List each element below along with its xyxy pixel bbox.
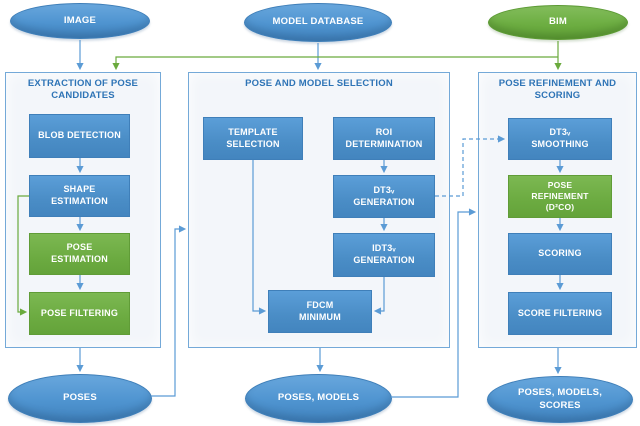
node-fdcm-minimum: FDCM MINIMUM [268, 290, 372, 333]
node-idt3v-generation: IDT3ᵥ GENERATION [333, 233, 435, 277]
section-title-refinement: POSE REFINEMENT AND SCORING [498, 78, 617, 101]
node-roi-determination: ROI DETERMINATION [333, 117, 435, 160]
node-scoring: SCORING [508, 233, 612, 275]
node-shape-estimation: SHAPE ESTIMATION [29, 175, 130, 217]
section-title-selection: POSE AND MODEL SELECTION [245, 78, 393, 89]
node-pose-filtering: POSE FILTERING [29, 292, 130, 335]
node-dt3v-smoothing: DT3ᵥ SMOOTHING [508, 118, 612, 160]
node-dt3v-generation: DT3ᵥ GENERATION [333, 175, 435, 218]
node-blob-detection: BLOB DETECTION [29, 114, 130, 158]
section-title-extraction: EXTRACTION OF POSE CANDIDATES [27, 78, 139, 101]
ellipse-image: IMAGE [10, 3, 150, 39]
node-pose-estimation: POSE ESTIMATION [29, 233, 130, 275]
ellipse-bim: BIM [488, 5, 628, 40]
ellipse-model-database: MODEL DATABASE [244, 3, 392, 42]
ellipse-poses: POSES [8, 374, 152, 423]
node-pose-refinement-d2co: POSE REFINEMENT (D²CO) [508, 175, 612, 218]
node-template-selection: TEMPLATE SELECTION [203, 117, 303, 160]
arrow-bim-to-extraction [112, 56, 558, 71]
ellipse-poses-models: POSES, MODELS [245, 374, 392, 423]
node-score-filtering: SCORE FILTERING [508, 292, 612, 335]
ellipse-poses-models-scores: POSES, MODELS, SCORES [487, 376, 633, 423]
